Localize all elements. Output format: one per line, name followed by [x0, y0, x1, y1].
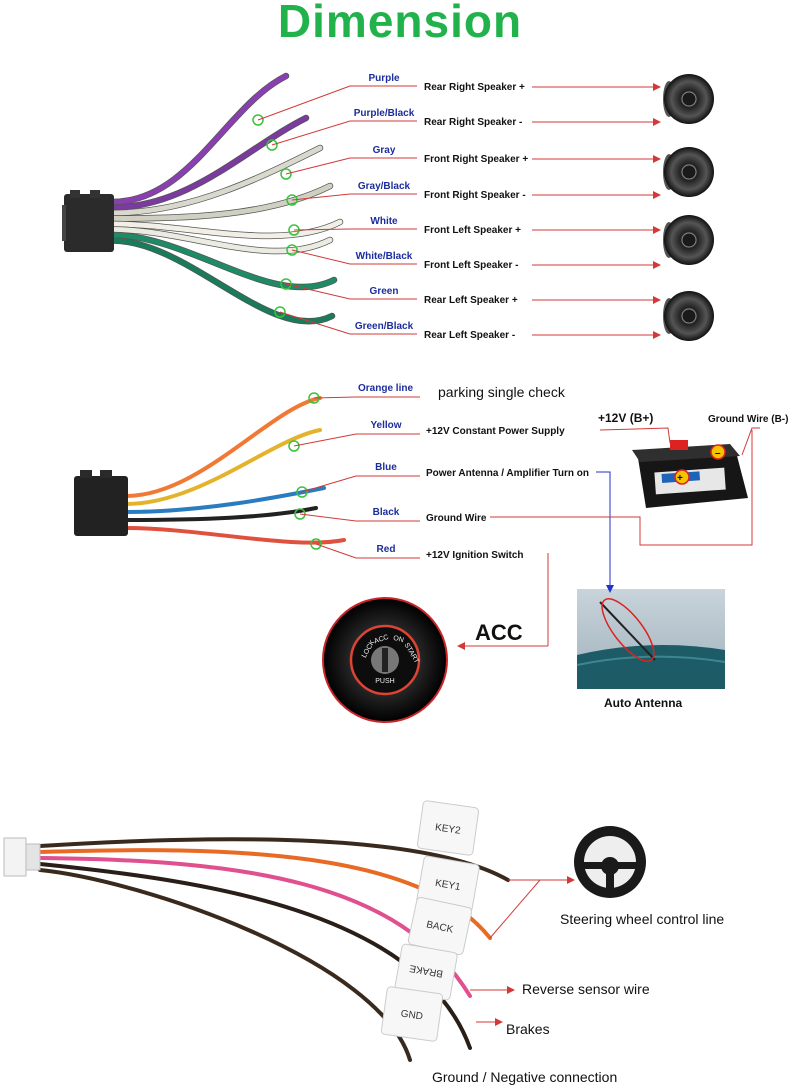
- plus-terminal-icon: [674, 469, 690, 485]
- wire-marker: [294, 508, 306, 520]
- speaker-wire: [109, 145, 323, 216]
- speaker-wire: [109, 115, 309, 210]
- power-connector: [74, 476, 128, 536]
- wire-color-label: Purple: [368, 73, 400, 84]
- ignition-mark: ON: [392, 635, 404, 644]
- wire-tag: [416, 800, 480, 856]
- aux-callout-label: Reverse sensor wire: [522, 981, 650, 997]
- auto-antenna-label: Auto Antenna: [604, 696, 683, 710]
- wire-color-label: Black: [373, 507, 400, 518]
- power-wire: [124, 526, 346, 545]
- svg-text:–: –: [715, 448, 721, 459]
- power-wire: [124, 396, 322, 498]
- wire-marker: [286, 194, 298, 206]
- wire-function-label: Power Antenna / Amplifier Turn on: [426, 468, 589, 479]
- wire-color-label: Orange line: [358, 383, 413, 394]
- speaker-wire: [109, 219, 343, 239]
- aux-connector: [3, 837, 27, 877]
- wire-color-label: Gray/Black: [358, 181, 411, 192]
- page-title: Dimension: [277, 0, 523, 47]
- wire-marker: [310, 538, 322, 550]
- wire-function-label: Ground Wire: [426, 513, 487, 524]
- ignition-mark: PUSH: [375, 678, 394, 685]
- speaker-wire: [109, 232, 337, 290]
- battery-negative-label: Ground Wire (B-): [708, 414, 788, 425]
- wire-color-label: Red: [377, 544, 396, 555]
- speaker-wire: [109, 227, 333, 254]
- steering-wheel-icon: [574, 826, 646, 898]
- acc-label: ACC: [475, 620, 523, 645]
- wire-function-label: parking single check: [438, 384, 566, 400]
- wire-color-label: White: [370, 216, 398, 227]
- wire-function-label: Front Right Speaker +: [424, 154, 528, 165]
- wire-function-label: +12V Ignition Switch: [426, 550, 524, 561]
- wire-marker: [288, 440, 300, 452]
- wire-color-label: Purple/Black: [354, 108, 415, 119]
- wire-tag-label: GND: [400, 1008, 424, 1022]
- wire-function-label: Rear Right Speaker -: [424, 117, 522, 128]
- minus-terminal-icon: [710, 444, 726, 460]
- wire-color-label: Gray: [373, 145, 396, 156]
- wire-function-label: Rear Right Speaker +: [424, 82, 525, 93]
- aux-callout-label: Brakes: [506, 1021, 550, 1037]
- aux-callout-label: Ground / Negative connection: [432, 1069, 617, 1085]
- wire-function-label: +12V Constant Power Supply: [426, 426, 565, 437]
- svg-text:+: +: [677, 473, 683, 484]
- battery: +12V (B+) Ground Wire (B-) + –: [598, 411, 788, 508]
- wire-marker: [286, 244, 298, 256]
- wire-tag: [380, 986, 444, 1042]
- speaker-wire: [109, 73, 289, 205]
- wire-color-label: Green: [370, 286, 399, 297]
- speaker-connector: [64, 194, 114, 252]
- ignition-mark: ACC: [373, 634, 389, 646]
- power-wire: [124, 428, 322, 506]
- auto-antenna-photo: Auto Antenna: [576, 589, 726, 710]
- aux-callout-label: Steering wheel control line: [560, 911, 724, 927]
- wire-color-label: Blue: [375, 462, 397, 473]
- wire-function-label: Front Right Speaker -: [424, 190, 526, 201]
- power-wire: [124, 506, 318, 522]
- wire-tag-label: KEY2: [434, 822, 461, 837]
- wire-color-label: Green/Black: [355, 321, 414, 332]
- wire-function-label: Rear Left Speaker +: [424, 295, 518, 306]
- battery-positive-label: +12V (B+): [598, 411, 653, 425]
- speaker-wire: [109, 183, 333, 221]
- wire-function-label: Front Left Speaker +: [424, 225, 521, 236]
- wire-function-label: Rear Left Speaker -: [424, 330, 515, 341]
- wire-marker: [296, 486, 308, 498]
- aux-wire: [38, 868, 412, 1062]
- wire-marker: [266, 139, 278, 151]
- wire-color-label: White/Black: [356, 251, 413, 262]
- power-wire: [124, 486, 326, 514]
- wire-tag-label: KEY1: [434, 878, 462, 893]
- power-wires: [124, 396, 346, 545]
- speaker-wires: [108, 72, 344, 325]
- wire-marker: [274, 306, 286, 318]
- wire-color-label: Yellow: [370, 420, 401, 431]
- wire-function-label: Front Left Speaker -: [424, 260, 518, 271]
- wire-marker: [280, 168, 292, 180]
- wire-marker: [280, 278, 292, 290]
- wire-marker: [252, 114, 264, 126]
